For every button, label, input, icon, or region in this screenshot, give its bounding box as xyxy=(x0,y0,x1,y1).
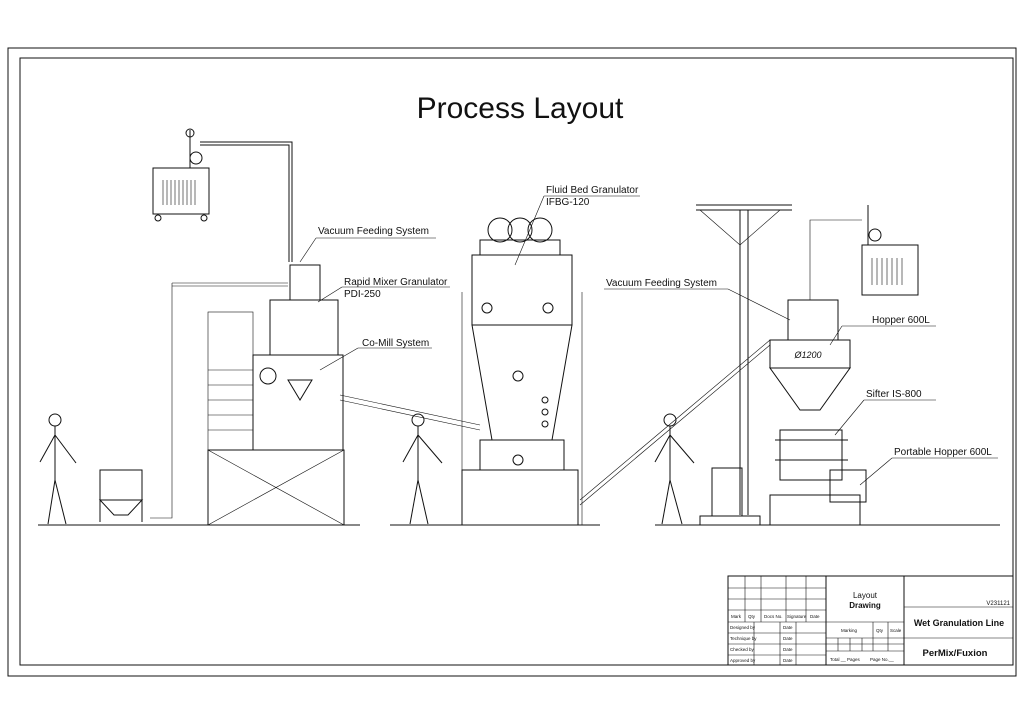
date-label: Date xyxy=(783,636,793,641)
vacuum-pump-unit-left xyxy=(152,128,293,262)
operator-figure xyxy=(402,413,443,525)
role-checked: Checked by xyxy=(730,647,755,652)
header-mark: Mark xyxy=(731,614,742,619)
label-fbg-name: Fluid Bed Granulator xyxy=(546,185,639,196)
date-label: Date xyxy=(783,658,793,663)
page-no: Page No.__ xyxy=(870,657,894,662)
drawing-type-line1: Layout xyxy=(853,591,878,600)
company-name: PerMix/Fuxion xyxy=(923,648,988,659)
header-signature: Signature xyxy=(787,614,807,619)
label-sifter: Sifter IS-800 xyxy=(866,389,922,400)
date-label: Date xyxy=(783,647,793,652)
header-qty: Qty xyxy=(748,614,756,619)
outer-frame xyxy=(7,47,1017,677)
hopper-diameter-mark: Ø1200 xyxy=(793,350,821,360)
qty-label: Qty xyxy=(876,628,884,633)
role-approved: Approved by xyxy=(730,658,756,663)
label-vacuum-feeding-left: Vacuum Feeding System xyxy=(318,226,429,237)
vacuum-pump-unit-right xyxy=(809,205,919,300)
label-vacuum-feeding-right: Vacuum Feeding System xyxy=(606,278,717,289)
lifting-column-hopper: Ø1200 xyxy=(696,204,867,526)
marking-label: Marking xyxy=(841,628,858,633)
label-portable-hopper: Portable Hopper 600L xyxy=(894,447,992,458)
role-technique: Technique by xyxy=(730,636,757,641)
title-block: Mark Qty Docs No. Signature Date Designe… xyxy=(727,575,1014,666)
label-hopper: Hopper 600L xyxy=(872,315,930,326)
total-pages: Total __ Pages xyxy=(830,657,861,662)
label-comill: Co-Mill System xyxy=(362,338,429,349)
header-date: Date xyxy=(810,614,820,619)
rapid-mixer-granulator-platform xyxy=(150,264,345,526)
inner-frame xyxy=(19,57,1014,666)
date-label: Date xyxy=(783,625,793,630)
operator-figure xyxy=(39,413,77,525)
operator-figure xyxy=(654,413,695,525)
header-docs-no: Docs No. xyxy=(764,614,783,619)
drawing-type-line2: Drawing xyxy=(849,601,881,610)
scale-label: Scale xyxy=(890,628,902,633)
version-label: V231121 xyxy=(986,601,1010,607)
drawing-title: Process Layout xyxy=(417,92,624,125)
line-name: Wet Granulation Line xyxy=(914,618,1004,628)
fluid-bed-granulator xyxy=(339,217,771,526)
role-designed: Designed by xyxy=(730,625,756,630)
label-fbg-model: IFBG-120 xyxy=(546,197,590,208)
ibc-container-left xyxy=(98,469,144,522)
label-rmg-name: Rapid Mixer Granulator xyxy=(344,277,448,288)
label-rmg-model: PDI-250 xyxy=(344,289,381,300)
